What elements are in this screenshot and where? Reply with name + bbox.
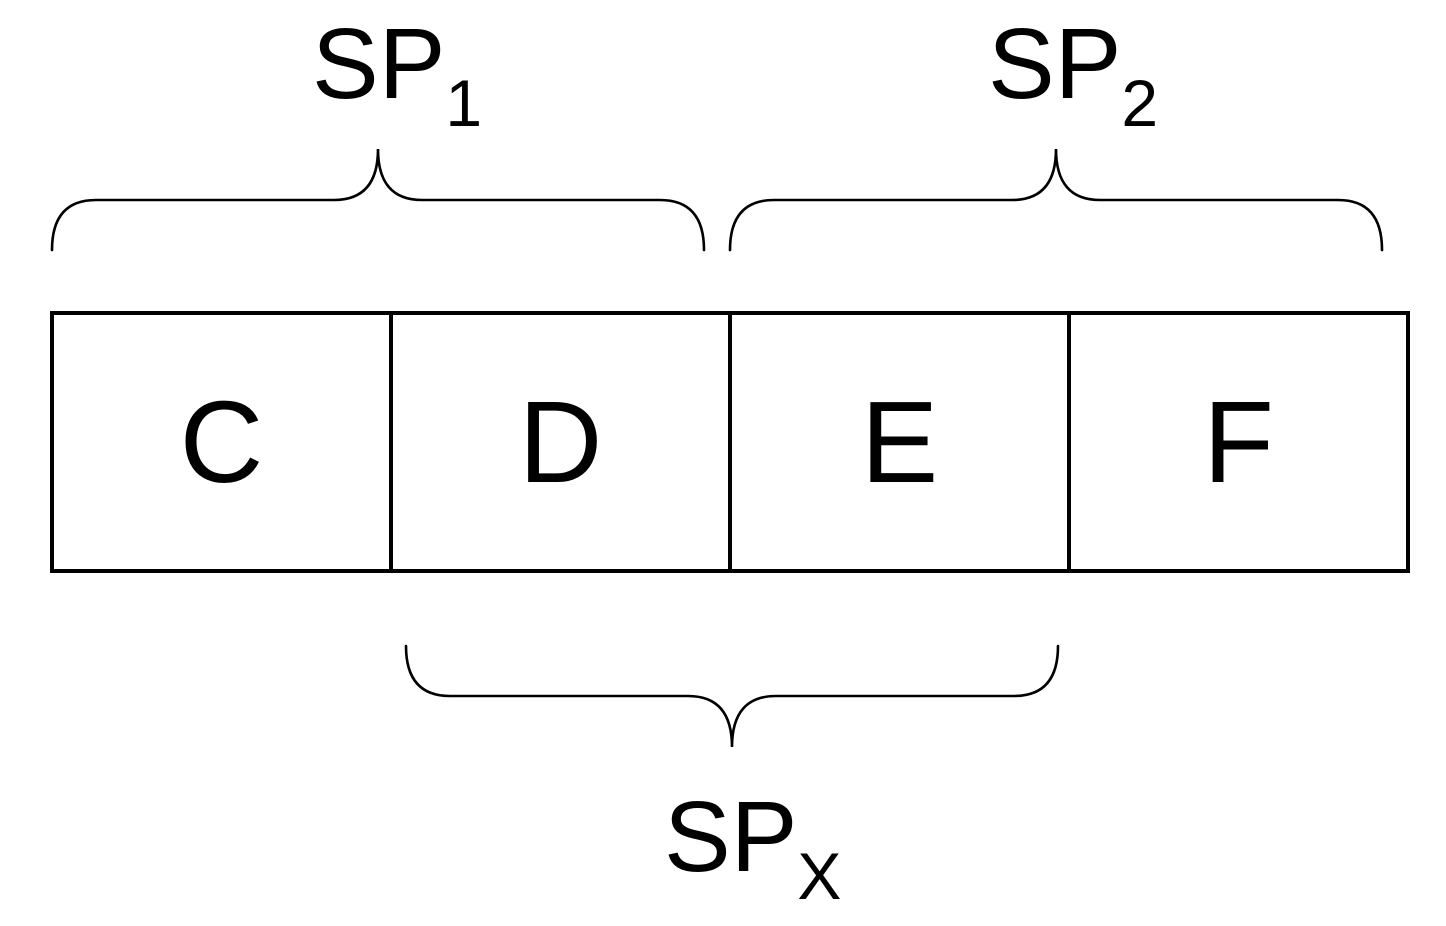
label-spx: SPX [664, 787, 841, 909]
cell-e: E [728, 315, 1067, 569]
cell-row: C D E F [50, 311, 1410, 573]
cell-f-label: F [1203, 377, 1274, 507]
label-sp1-base: SP [312, 8, 446, 120]
curly-brace-sp2-icon [728, 148, 1384, 252]
label-sp2: SP2 [988, 14, 1158, 136]
cell-e-label: E [860, 377, 939, 507]
cell-c: C [54, 315, 389, 569]
label-sp1: SP1 [312, 14, 482, 136]
label-spx-subscript: X [797, 839, 842, 913]
label-sp1-subscript: 1 [445, 66, 483, 140]
cell-f: F [1067, 315, 1406, 569]
label-spx-base: SP [664, 781, 798, 893]
curly-brace-sp1-icon [50, 148, 706, 252]
curly-brace-spx-icon [404, 644, 1060, 748]
cell-d: D [389, 315, 728, 569]
cell-c-label: C [179, 377, 264, 507]
cell-d-label: D [518, 377, 603, 507]
label-sp2-subscript: 2 [1121, 66, 1159, 140]
label-sp2-base: SP [988, 8, 1122, 120]
